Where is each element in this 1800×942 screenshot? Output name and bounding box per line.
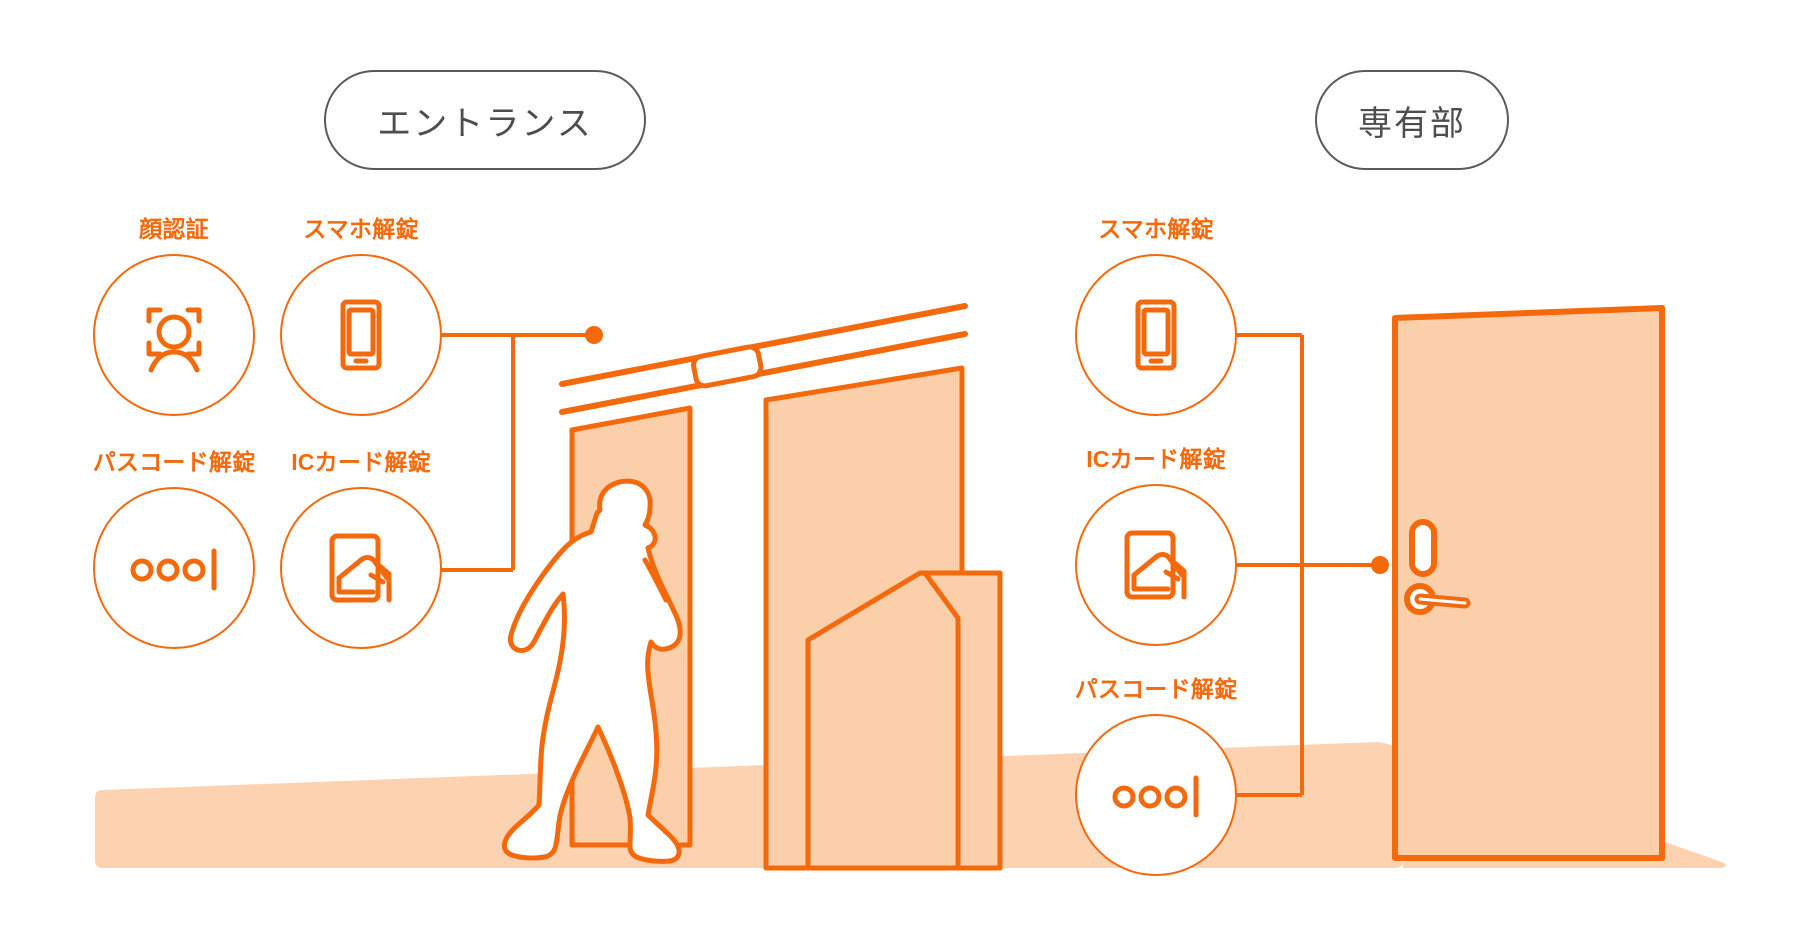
private-connector-endpoint: [1371, 556, 1389, 574]
door-cylinder-lock: [1409, 519, 1437, 577]
smartphone-icon: [1135, 299, 1177, 371]
method-node-entrance-iccard[interactable]: ICカード解錠: [280, 449, 442, 649]
entrance-connector-endpoint: [585, 326, 603, 344]
passcode-icon: [1112, 775, 1199, 818]
zone-badge-entrance: エントランス: [324, 70, 646, 170]
method-node-private-passcode[interactable]: パスコード解錠: [1075, 676, 1237, 876]
method-label-entrance-iccard: ICカード解錠: [291, 449, 431, 475]
face-scan-icon: [146, 307, 202, 373]
door-sensor-box: [691, 344, 764, 389]
method-node-private-smartphone[interactable]: スマホ解錠: [1075, 216, 1237, 416]
method-circle-entrance-face[interactable]: [93, 254, 255, 416]
method-label-private-passcode: パスコード解錠: [1074, 676, 1238, 702]
method-label-private-smartphone: スマホ解錠: [1098, 216, 1214, 242]
method-node-entrance-passcode[interactable]: パスコード解錠: [93, 449, 255, 649]
zone-badge-entrance-label: エントランス: [377, 104, 593, 143]
method-circle-private-passcode[interactable]: [1075, 714, 1237, 876]
method-label-entrance-face: 顔認証: [139, 216, 209, 242]
method-node-entrance-face[interactable]: 顔認証: [93, 216, 255, 416]
method-label-entrance-smartphone: スマホ解錠: [303, 216, 419, 242]
private-connector: [1236, 333, 1378, 797]
smartphone-icon: [340, 299, 382, 371]
method-circle-entrance-smartphone[interactable]: [280, 254, 442, 416]
method-circle-entrance-passcode[interactable]: [93, 487, 255, 649]
method-label-entrance-passcode: パスコード解錠: [92, 449, 256, 475]
unit-door: [1392, 305, 1665, 861]
method-label-private-iccard: ICカード解錠: [1086, 446, 1226, 472]
ic-card-hand-icon: [329, 533, 392, 603]
method-circle-entrance-iccard[interactable]: [280, 487, 442, 649]
zone-badge-private: 専有部: [1315, 70, 1509, 170]
card-reader-kiosk: [805, 570, 1003, 871]
walking-person-silhouette: [501, 478, 683, 864]
ic-card-hand-icon: [1124, 530, 1187, 600]
passcode-icon: [130, 548, 217, 591]
method-circle-private-iccard[interactable]: [1075, 484, 1237, 646]
method-circle-private-smartphone[interactable]: [1075, 254, 1237, 416]
entrance-connector: [441, 333, 592, 572]
zone-badge-private-label: 専有部: [1357, 104, 1467, 143]
method-node-private-iccard[interactable]: ICカード解錠: [1075, 446, 1237, 646]
method-node-entrance-smartphone[interactable]: スマホ解錠: [280, 216, 442, 416]
